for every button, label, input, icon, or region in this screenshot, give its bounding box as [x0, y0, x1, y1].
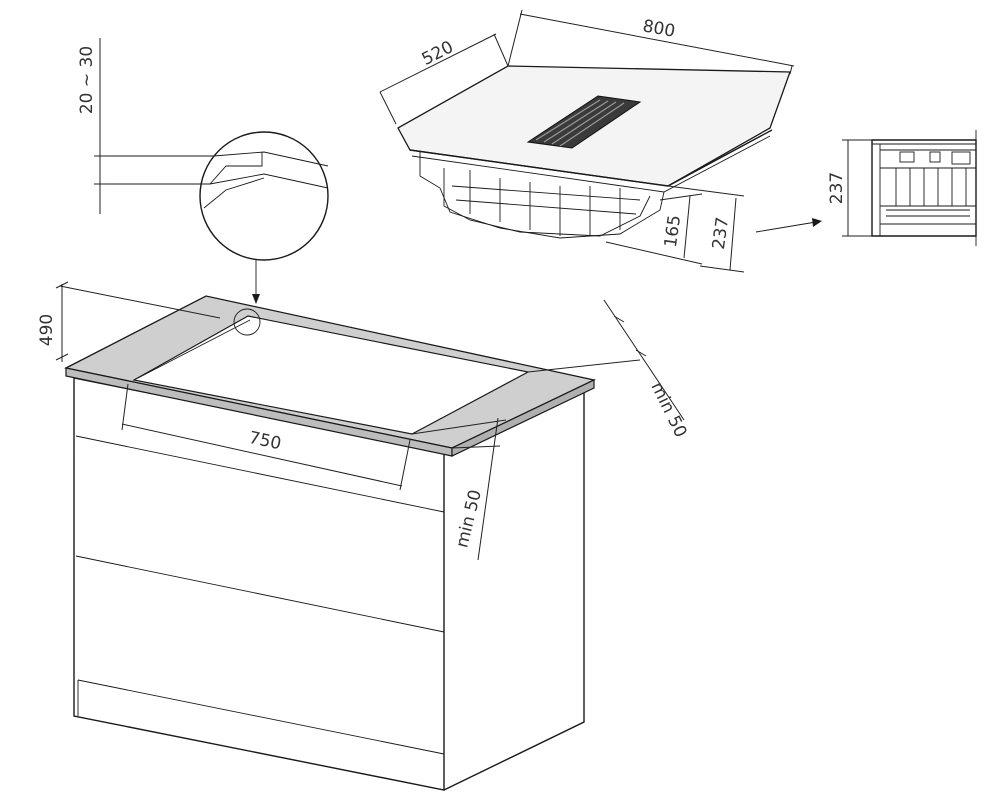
worktop [64, 295, 596, 457]
dimension-520-label: 520 [419, 37, 457, 70]
base-cabinet [73, 377, 585, 791]
detail-marker-circle [233, 308, 261, 336]
dimension-490: 490 [37, 281, 221, 362]
dimension-165-label: 165 [661, 214, 685, 249]
dimension-237-label: 237 [709, 216, 733, 251]
hob-side-view: 237 [827, 130, 977, 246]
dimension-min50-side-label: min 50 [647, 379, 691, 441]
detail-magnifier-circle [199, 131, 329, 261]
worktop-detail-callout: 20 ~ 30 [77, 38, 329, 304]
hob-3d-view: 520 800 165 237 [379, 9, 822, 273]
dimension-750-label: 750 [247, 428, 283, 454]
dimension-490-label: 490 [37, 314, 57, 346]
dimension-side-237-label: 237 [827, 172, 847, 204]
dimension-thickness-label: 20 ~ 30 [77, 46, 97, 114]
